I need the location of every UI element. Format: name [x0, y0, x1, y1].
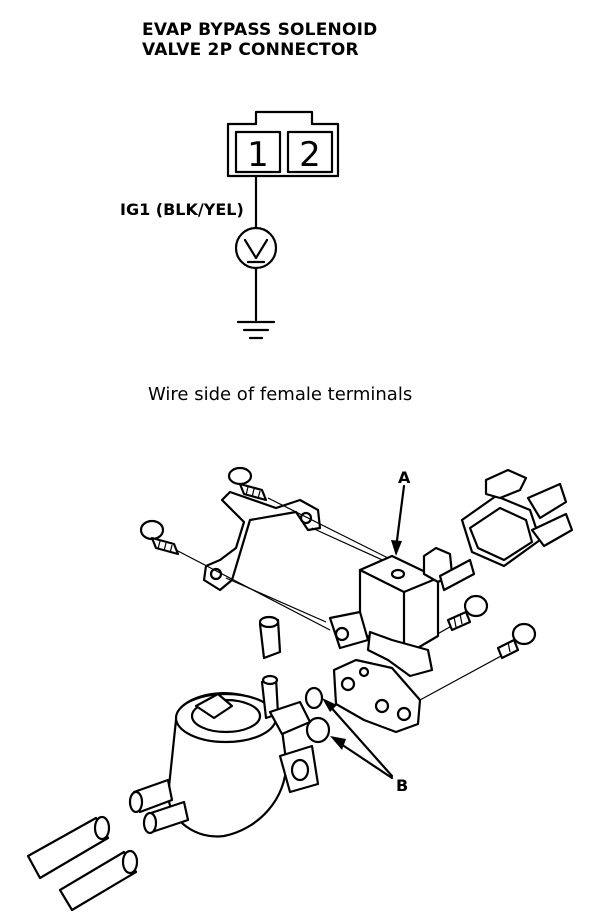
- wire-label-ig1: IG1 (BLK/YEL): [120, 200, 244, 219]
- diagram-title: EVAP BYPASS SOLENOID VALVE 2P CONNECTOR: [142, 20, 377, 60]
- gasket-plate: [332, 658, 422, 734]
- bolt-top: [227, 466, 268, 502]
- pipe-piece: [258, 615, 282, 660]
- valve-body: [128, 674, 320, 838]
- bolt-right-lower: [496, 622, 537, 660]
- connector-pin-2: 2: [299, 135, 321, 175]
- view-caption: Wire side of female terminals: [148, 384, 413, 405]
- callout-arrow-b-1: [326, 702, 394, 778]
- title-line-2: VALVE 2P CONNECTOR: [142, 40, 359, 60]
- bolt-left: [139, 519, 180, 556]
- hoses: [26, 815, 139, 912]
- solenoid-valve-a: [328, 546, 476, 678]
- harness-connector: [460, 468, 574, 568]
- connector-2p: 1 2: [226, 110, 340, 178]
- title-line-1: EVAP BYPASS SOLENOID: [142, 20, 378, 40]
- callout-arrow-a: [394, 484, 406, 550]
- callout-label-a: A: [398, 468, 411, 487]
- callout-arrowhead-b-1: [322, 698, 337, 712]
- callout-arrowhead-a: [391, 540, 402, 556]
- callout-arrowhead-b-2: [330, 736, 346, 750]
- voltmeter-symbol: [234, 226, 278, 270]
- ground-symbol: [236, 320, 276, 340]
- connector-pin-1: 1: [247, 135, 269, 175]
- callout-label-b: B: [396, 776, 409, 795]
- mounting-bracket: [202, 490, 322, 592]
- o-rings-b: [304, 686, 331, 744]
- bolt-right-upper: [446, 594, 489, 632]
- callout-arrow-b-2: [336, 740, 394, 780]
